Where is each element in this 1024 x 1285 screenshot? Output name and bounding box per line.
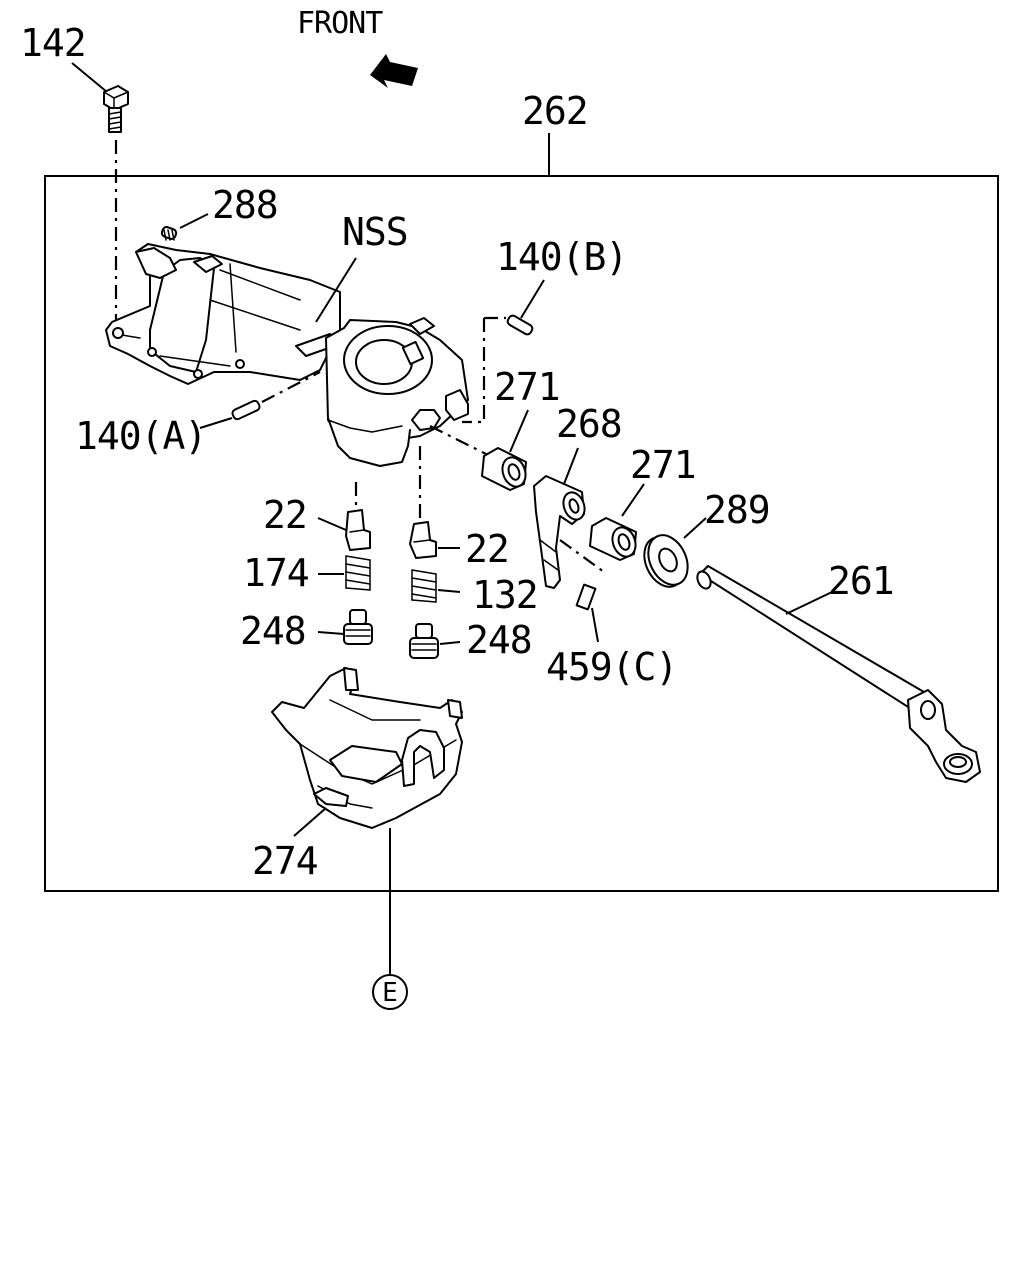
detent-22-right [409,521,437,559]
callout-140a: 140(A) [75,414,206,458]
front-arrow-icon [370,54,418,88]
leader-289 [683,517,707,539]
callout-288: 288 [212,183,278,227]
reference-e-marker: E [372,974,408,1010]
callout-271-right: 271 [630,443,696,487]
leader-142 [71,62,108,93]
bushing-271-left [481,447,527,491]
leader-140b [520,279,545,319]
leader-459c [591,607,599,643]
callout-132: 132 [472,573,538,617]
reference-e-label: E [382,978,398,1008]
cover-274 [271,667,463,829]
screw-288 [160,226,178,241]
bushing-271-right [589,517,637,561]
detent-22-left [345,509,371,551]
callout-248-right: 248 [466,618,532,662]
pin-459c [575,583,597,611]
leader-261 [785,591,833,615]
callout-174: 174 [243,551,309,595]
leader-22-left [317,517,347,531]
lever-268 [533,475,586,589]
leader-274 [293,807,327,837]
rod-261 [696,565,981,783]
callout-22-left: 22 [263,493,307,537]
callout-248-left: 248 [240,609,306,653]
callout-459c: 459(C) [546,645,677,689]
bolt-142 [103,85,129,133]
assembly-frame [44,175,999,892]
spring-132 [411,569,437,603]
plug-248-left [343,609,373,645]
leader-248-left [317,631,345,635]
callout-261: 261 [828,559,894,603]
callout-142: 142 [20,21,86,65]
leader-140a [199,417,233,429]
callout-22-right: 22 [465,527,509,571]
spring-174 [345,555,371,591]
callout-268: 268 [556,402,622,446]
leader-268 [563,447,579,485]
assembly-line-shaft [429,425,491,457]
callout-289: 289 [704,488,770,532]
pin-140a [231,399,261,421]
leader-nss [315,257,357,323]
leader-271-right [621,483,645,517]
leader-132 [437,589,461,593]
front-label: FRONT [297,6,383,41]
assembly-line-140b [462,318,486,424]
shift-housing [105,243,469,467]
callout-nss: NSS [342,210,408,254]
pin-140b [506,314,534,336]
assembly-line-140a [261,371,321,403]
callout-140b: 140(B) [496,235,627,279]
callout-271-left: 271 [494,365,560,409]
callout-262: 262 [522,89,588,133]
callout-274: 274 [252,839,318,883]
leader-288 [179,213,209,229]
bearing-289 [643,534,689,588]
leader-248-right [439,641,461,645]
leader-271-left [509,409,529,453]
assembly-line-268 [559,539,605,573]
plug-248-right [409,623,439,659]
